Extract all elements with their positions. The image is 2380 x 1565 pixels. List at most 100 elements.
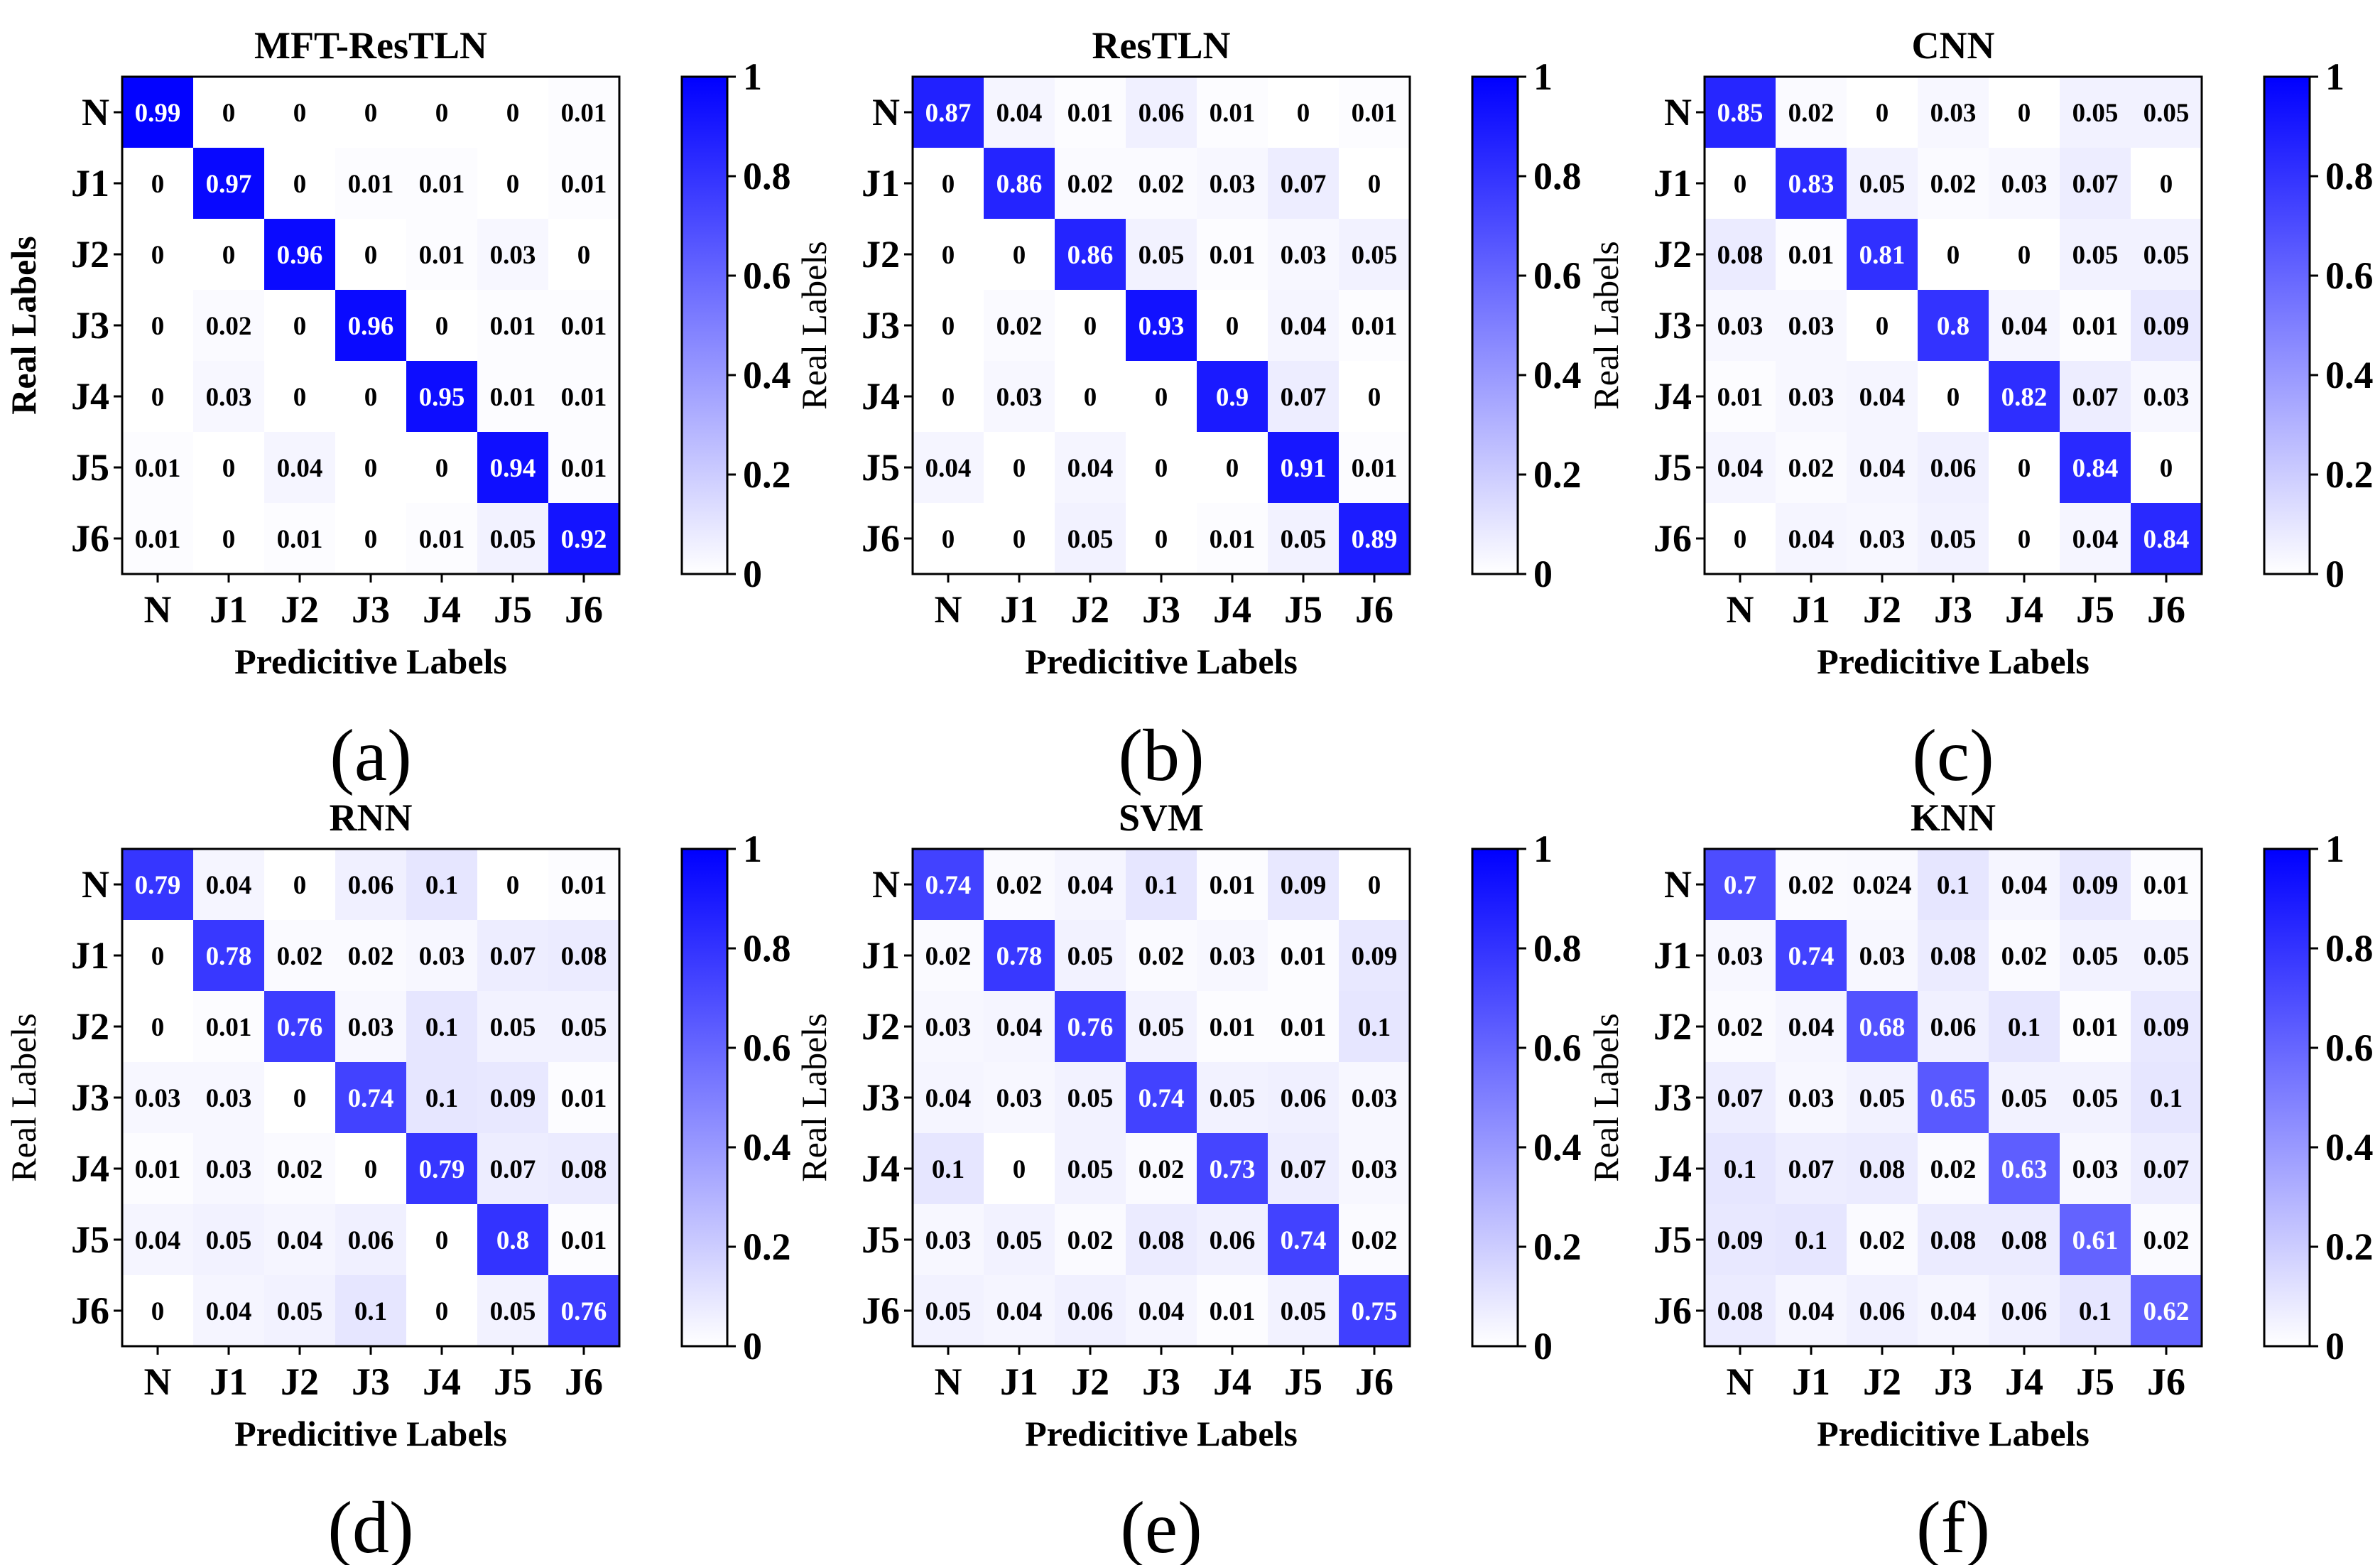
y-tick-label: J5 (1653, 1218, 1692, 1261)
heatmap-cell (984, 1204, 1055, 1275)
cell-value-label: 0.05 (561, 1013, 607, 1042)
cell-value-label: 0.04 (1788, 1013, 1835, 1042)
heatmap-cell (122, 219, 193, 290)
cell-value-label: 0.03 (135, 1084, 181, 1113)
cell-value-label: 0 (506, 99, 520, 128)
y-tick-label: J3 (1653, 304, 1692, 347)
colorbar-tick-label: 0.2 (2325, 453, 2374, 496)
cell-value-label: 0.02 (1930, 1155, 1977, 1184)
x-tick-label: J4 (423, 588, 461, 631)
colorbar-tick-label: 0.2 (2325, 1225, 2374, 1268)
cell-value-label: 0 (293, 1084, 307, 1113)
heatmap-cell (1918, 991, 1989, 1062)
heatmap-cell (1055, 1204, 1126, 1275)
heatmap-cell (1705, 1204, 1776, 1275)
cell-value-label: 0.04 (206, 1297, 252, 1326)
heatmap-cell (193, 1133, 264, 1204)
heatmap-cell (122, 920, 193, 991)
x-tick-label: J2 (1863, 588, 1901, 631)
heatmap-cell (335, 361, 406, 432)
cell-value-label: 0 (293, 99, 307, 128)
cell-value-label: 0.65 (1930, 1084, 1977, 1113)
heatmap-cell (1339, 148, 1410, 219)
heatmap-cell (1197, 1062, 1268, 1133)
cell-value-label: 0.05 (1859, 1084, 1906, 1113)
cell-value-label: 0 (151, 170, 165, 199)
cell-value-label: 0.97 (206, 170, 252, 199)
chart-title: RNN (330, 796, 413, 839)
heatmap-cell (1197, 1204, 1268, 1275)
cell-value-label: 0.08 (561, 1155, 607, 1184)
heatmap-cell (335, 148, 406, 219)
colorbar-tick-label: 0.2 (743, 1225, 791, 1268)
heatmap-cell (548, 1275, 619, 1346)
heatmap-cell (913, 991, 984, 1062)
cell-value-label: 0.01 (561, 871, 607, 900)
heatmap-cell (1268, 1275, 1339, 1346)
cell-value-label: 0.03 (1930, 99, 1977, 128)
cell-value-label: 0 (1155, 454, 1168, 483)
cell-value-label: 0.02 (1067, 1226, 1114, 1255)
cell-value-label: 0.05 (1352, 241, 1398, 270)
colorbar-tick-label: 0.6 (1533, 254, 1582, 297)
cell-value-label: 0.02 (1139, 942, 1185, 971)
heatmap-cell (122, 432, 193, 503)
heatmap-cell (335, 77, 406, 148)
cell-value-label: 0.04 (1067, 454, 1114, 483)
heatmap-cell (406, 503, 477, 574)
cell-value-label: 0.04 (996, 1297, 1043, 1326)
heatmap-cell (1776, 148, 1847, 219)
heatmap-cell (2060, 148, 2131, 219)
heatmap-cell (984, 1133, 1055, 1204)
heatmap-cell (1989, 849, 2060, 920)
heatmap-cell (1126, 290, 1197, 361)
heatmap-cell (1268, 148, 1339, 219)
heatmap-cell (1055, 148, 1126, 219)
cell-value-label: 0.7 (1724, 871, 1756, 900)
cell-value-label: 0.04 (1859, 383, 1906, 412)
cell-value-label: 0.03 (1788, 1084, 1835, 1113)
cell-value-label: 0.01 (135, 525, 181, 554)
heatmap-cell (1197, 1275, 1268, 1346)
cell-value-label: 0 (1013, 1155, 1026, 1184)
heatmap-cell (335, 1204, 406, 1275)
heatmap-cell (2060, 1062, 2131, 1133)
panel-letter-label: (c) (1912, 715, 1994, 796)
heatmap-cell (913, 148, 984, 219)
panel-letter-label: (e) (1120, 1487, 1202, 1565)
y-tick-label: J3 (862, 1076, 900, 1119)
cell-value-label: 0 (151, 1297, 165, 1326)
y-tick-label: J2 (1653, 1005, 1692, 1048)
heatmap-cell (1918, 361, 1989, 432)
y-axis-label: Real Labels (4, 236, 43, 414)
heatmap-cell (122, 1062, 193, 1133)
y-tick-label: N (82, 863, 109, 906)
heatmap-cell (913, 1275, 984, 1346)
y-axis-label: Real Labels (4, 1013, 43, 1181)
heatmap-cell (335, 219, 406, 290)
heatmap-cell (1055, 361, 1126, 432)
heatmap-cell (122, 77, 193, 148)
cell-value-label: 0.05 (1859, 170, 1906, 199)
cell-value-label: 0.01 (1210, 241, 1256, 270)
cell-value-label: 0.09 (2072, 871, 2119, 900)
heatmap-cell (2131, 503, 2202, 574)
y-tick-label: N (1664, 863, 1692, 906)
x-tick-label: J3 (1934, 588, 1972, 631)
heatmap-cell (193, 1204, 264, 1275)
heatmap-cell (122, 1133, 193, 1204)
heatmap-cell (406, 290, 477, 361)
heatmap-cell (1705, 1275, 1776, 1346)
cell-value-label: 0 (942, 383, 955, 412)
heatmap-cell (1339, 432, 1410, 503)
heatmap-cell (1989, 1062, 2060, 1133)
heatmap-cell (1268, 77, 1339, 148)
heatmap-cell (1847, 1133, 1918, 1204)
cell-value-label: 0.07 (1281, 170, 1327, 199)
heatmap-cell (335, 1275, 406, 1346)
cell-value-label: 0 (1226, 312, 1239, 341)
cell-value-label: 0 (364, 99, 378, 128)
heatmap-cell (1339, 849, 1410, 920)
cell-value-label: 0.05 (1067, 525, 1114, 554)
cell-value-label: 0.02 (925, 942, 972, 971)
